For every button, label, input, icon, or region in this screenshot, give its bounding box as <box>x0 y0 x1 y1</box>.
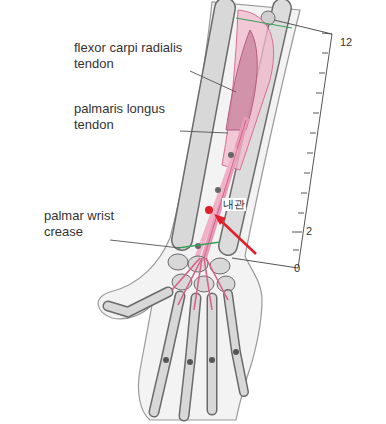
crease-label: palmar wrist crease <box>44 208 124 240</box>
tendon-label: palmaris longus tendon <box>74 101 184 133</box>
tendon-label: flexor carpi radialis tendon <box>74 40 192 72</box>
scale-number: 2 <box>306 225 312 238</box>
acupoint-label: 내관 <box>222 198 246 211</box>
scale-number: 12 <box>340 36 352 49</box>
scale-number: 0 <box>294 262 300 275</box>
